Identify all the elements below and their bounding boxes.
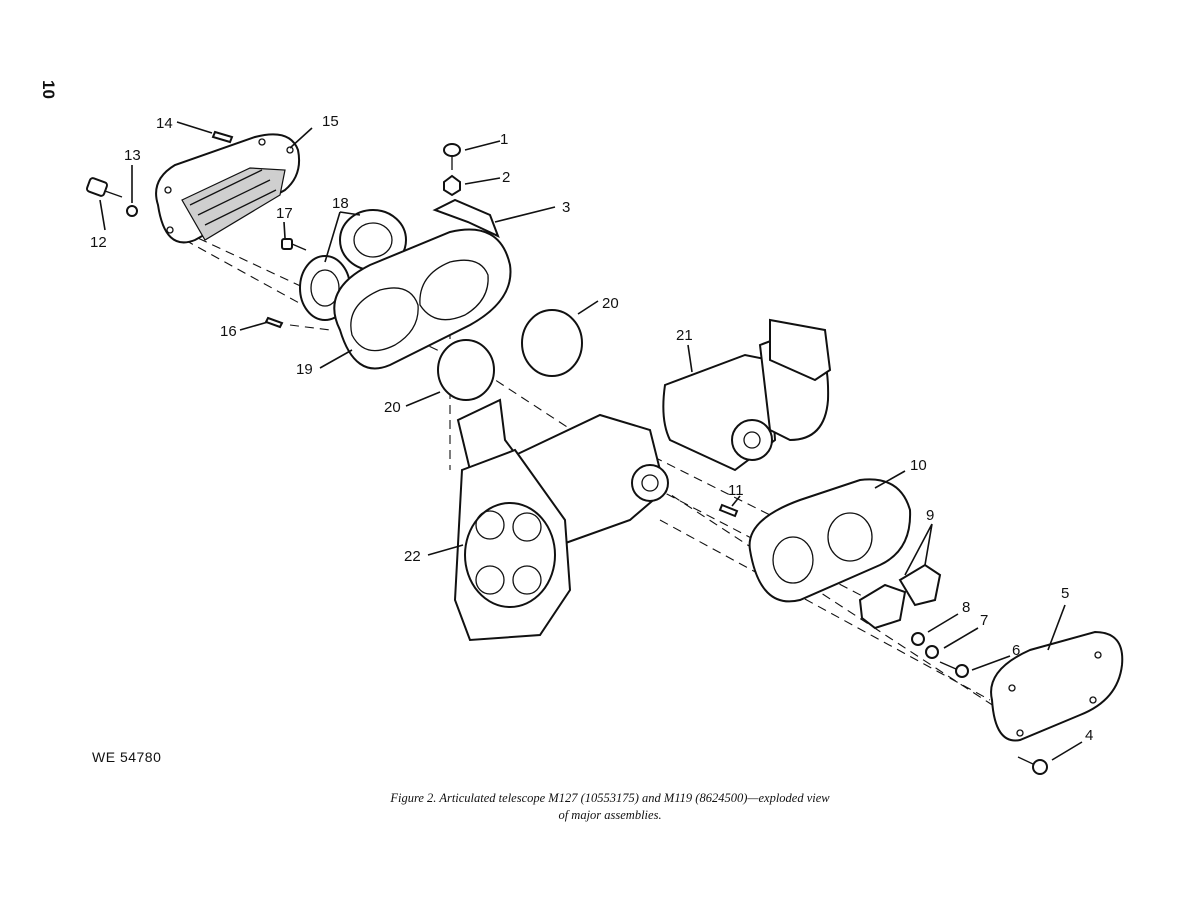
callout-11: 11 (728, 482, 744, 499)
screw-6 (939, 661, 969, 678)
cover-plate-5 (990, 630, 1124, 742)
callout-18: 18 (332, 195, 349, 212)
callout-22: 22 (404, 548, 421, 565)
callout-labels: 1 2 3 4 5 6 7 8 9 10 11 12 13 14 15 16 1… (90, 113, 1093, 744)
pin-16 (264, 316, 284, 329)
caption-line-2: of major assemblies. (558, 808, 662, 822)
rear-housing-10 (748, 478, 912, 603)
screw-17 (281, 238, 307, 251)
leader-lines (99, 121, 1083, 761)
callout-19: 19 (296, 361, 313, 378)
housing-19 (333, 228, 512, 370)
pin-11 (718, 503, 739, 518)
bracket-3 (432, 198, 500, 238)
callout-1: 1 (500, 131, 508, 148)
callout-2: 2 (502, 169, 510, 186)
callout-21: 21 (676, 327, 693, 344)
callout-20-lower: 20 (384, 399, 401, 416)
figure-id: WE 54780 (92, 749, 162, 765)
callout-5: 5 (1061, 585, 1069, 602)
callout-16: 16 (220, 323, 237, 340)
nut-2 (443, 174, 461, 197)
washer-13 (126, 205, 138, 217)
callout-6: 6 (1012, 642, 1020, 659)
callout-3: 3 (562, 199, 570, 216)
figure-caption: Figure 2. Articulated telescope M127 (10… (320, 790, 900, 824)
callout-12: 12 (90, 234, 107, 251)
washer-8 (911, 632, 925, 646)
pin-14 (211, 130, 234, 144)
callout-20-upper: 20 (602, 295, 619, 312)
gasket-9-right (898, 563, 942, 607)
callout-4: 4 (1085, 727, 1093, 744)
callout-17: 17 (276, 205, 293, 222)
callout-10: 10 (910, 457, 927, 474)
callout-15: 15 (322, 113, 339, 130)
callout-13: 13 (124, 147, 141, 164)
eyepiece-window-housing (155, 133, 301, 244)
screw-4 (1017, 756, 1048, 775)
screw-12 (85, 177, 123, 198)
screw-1 (443, 143, 461, 170)
ring-20-lower (437, 339, 495, 401)
washer-7 (925, 645, 939, 659)
main-body-22 (453, 398, 669, 642)
callout-7: 7 (980, 612, 988, 629)
head-assembly-21 (662, 318, 832, 472)
callout-14: 14 (156, 115, 173, 132)
ring-20-upper (521, 309, 583, 377)
caption-line-1: Figure 2. Articulated telescope M127 (10… (390, 791, 830, 805)
callout-8: 8 (962, 599, 970, 616)
gasket-9-left (858, 583, 907, 630)
callout-9: 9 (926, 507, 934, 524)
